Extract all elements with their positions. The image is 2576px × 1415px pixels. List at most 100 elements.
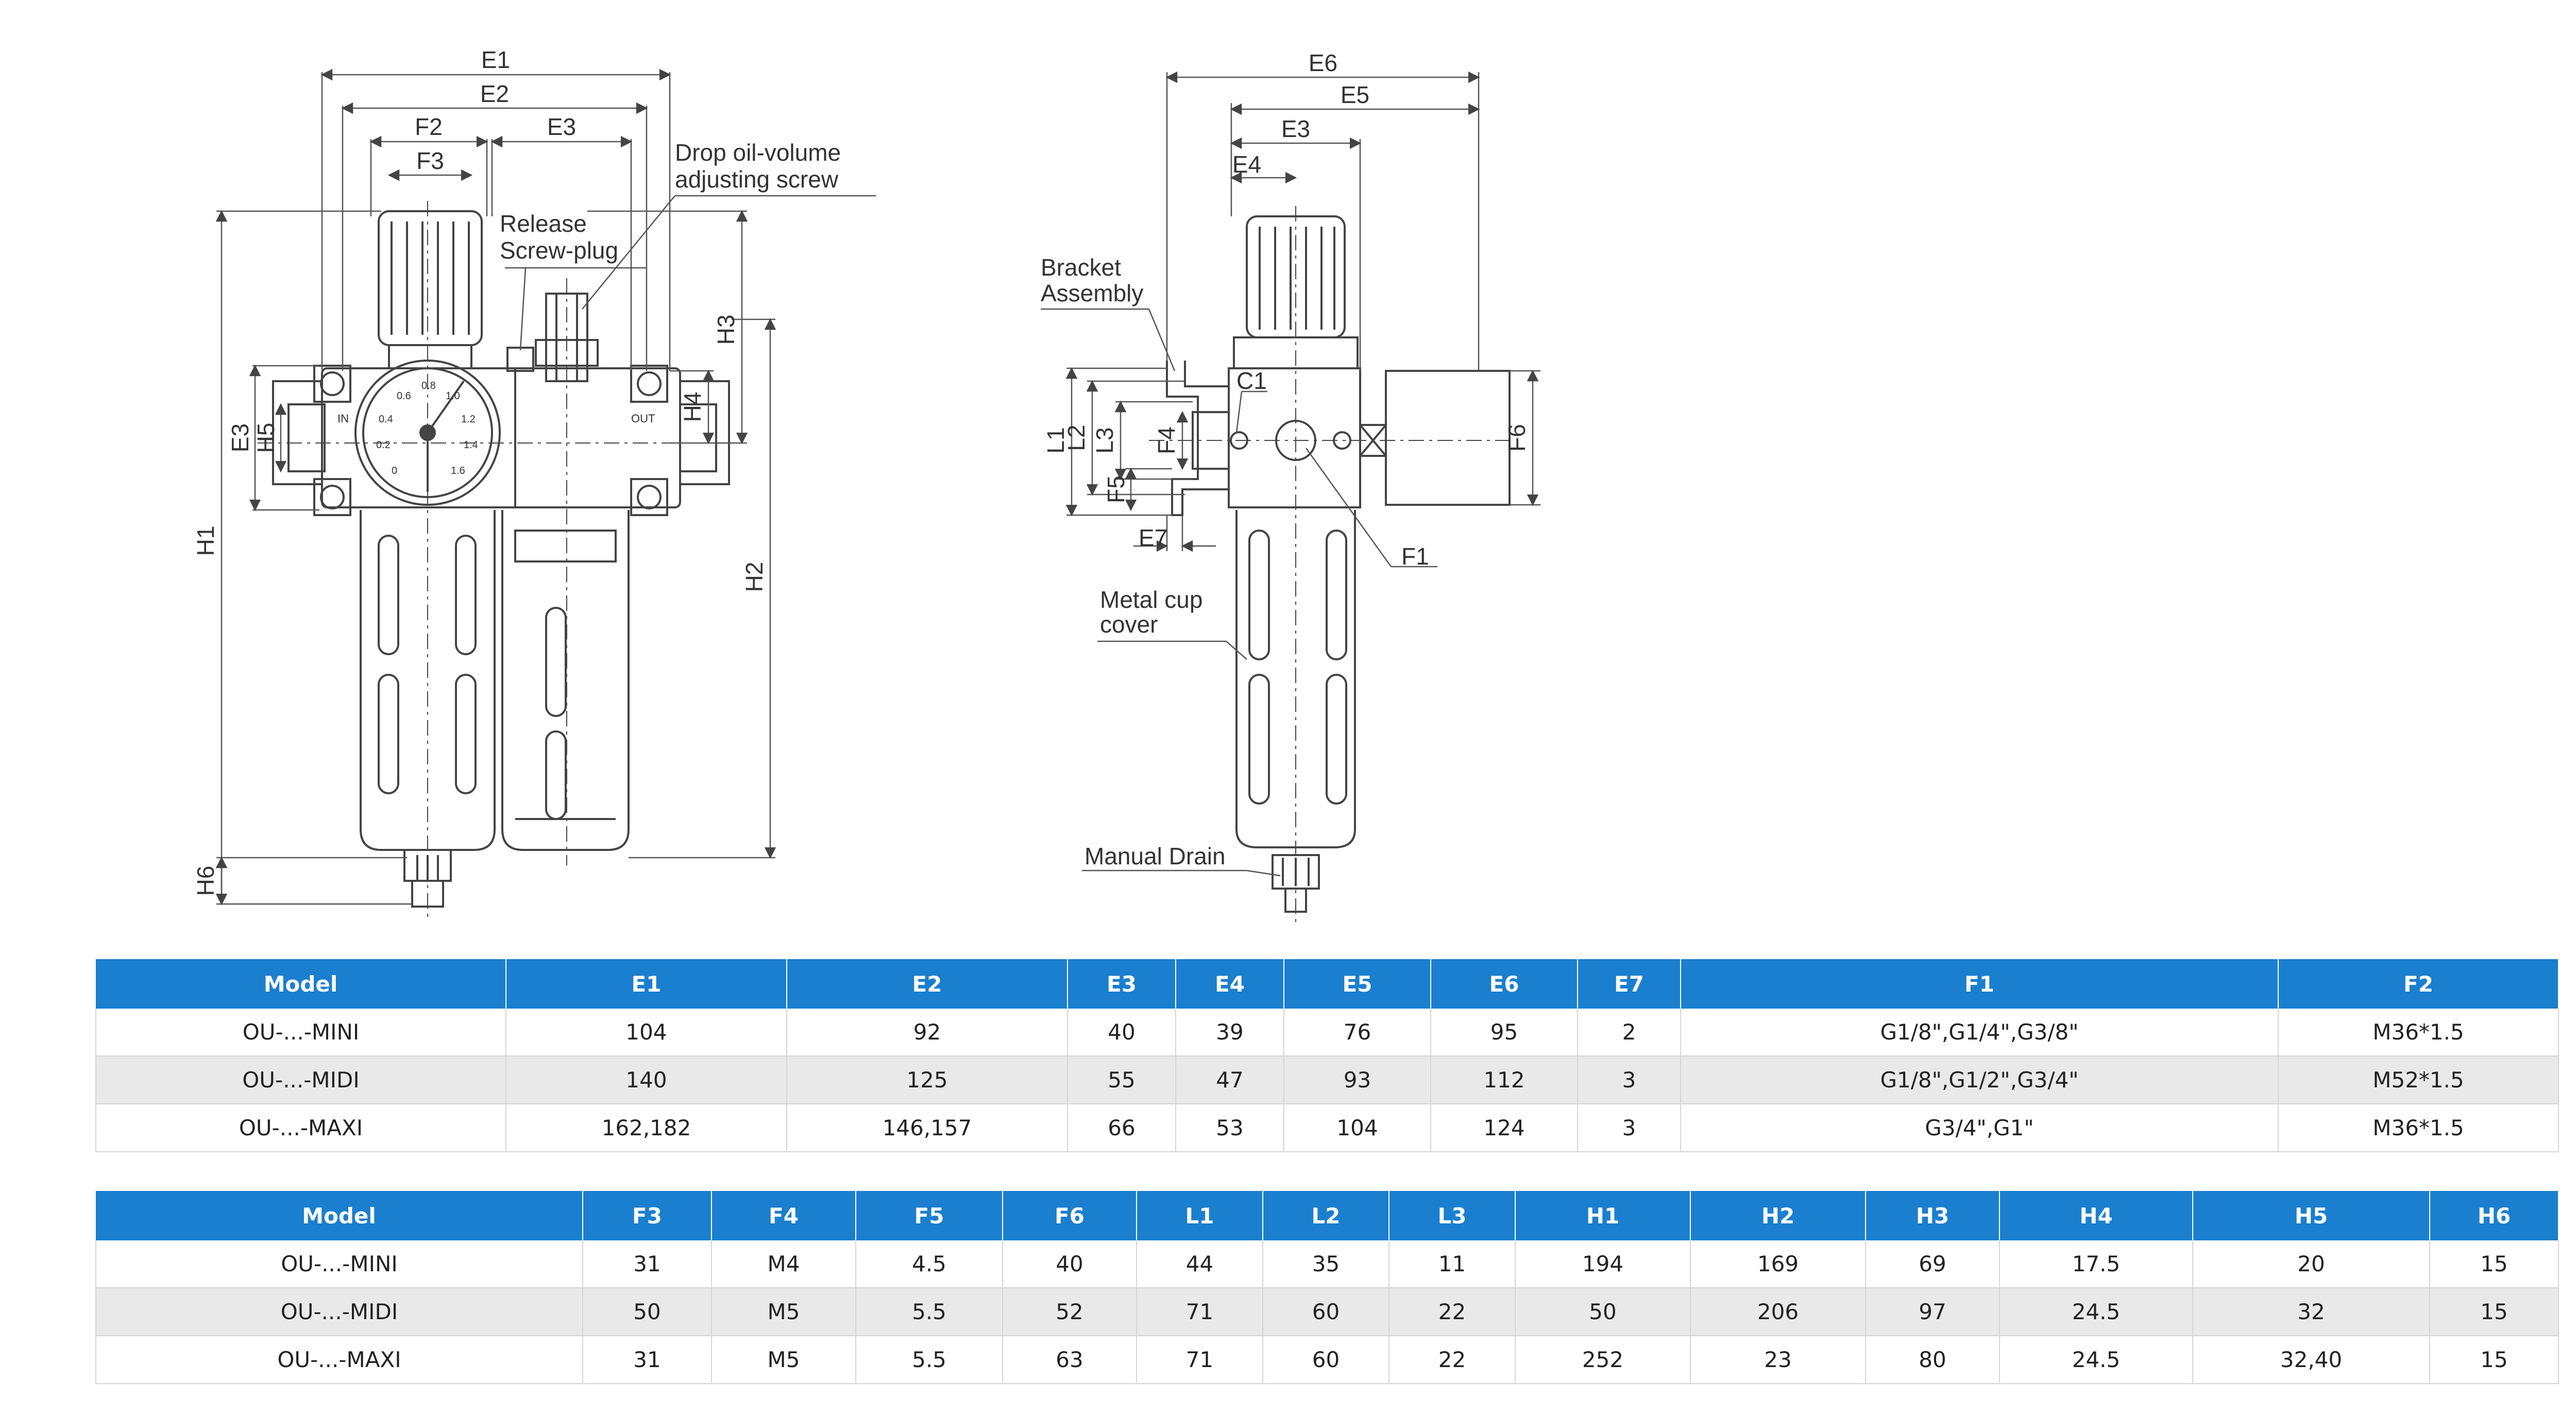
main-body	[272, 365, 730, 516]
svg-text:0.4: 0.4	[379, 414, 393, 425]
table-cell: 92	[787, 1009, 1068, 1056]
dim-L3: L3	[1091, 427, 1118, 453]
table-cell: 206	[1690, 1288, 1866, 1336]
regulator-knob	[378, 210, 483, 369]
dim-H1: H1	[192, 526, 219, 556]
dim-F5: F5	[1103, 475, 1129, 503]
table-cell: G3/4",G1"	[1681, 1104, 2279, 1152]
callout-drop-oil-line1: Drop oil-volume	[675, 139, 841, 166]
table-row: OU-...-MAXI 162,182 146,157 66 53 104 12…	[95, 1104, 2559, 1152]
col-header: H6	[2430, 1191, 2559, 1240]
table-cell: 17.5	[1999, 1240, 2193, 1288]
right-dimension-labels: E6 E5 E3 E4 C1 L1 L2 L3 F4 F5 E7 F1 F6	[1042, 49, 1530, 570]
table-cell: OU-...-MINI	[95, 1009, 506, 1056]
dim-E4: E4	[1232, 151, 1261, 178]
table-cell: 69	[1866, 1240, 2000, 1288]
table-cell: 15	[2430, 1288, 2559, 1336]
table-cell: 194	[1515, 1240, 1691, 1288]
dim-E7: E7	[1139, 524, 1167, 551]
table-cell: 112	[1431, 1056, 1578, 1104]
table-cell: G1/8",G1/2",G3/4"	[1681, 1056, 2279, 1104]
svg-text:0.6: 0.6	[397, 390, 411, 402]
table-cell: 31	[583, 1336, 712, 1384]
table-cell: 15	[2430, 1240, 2559, 1288]
side-centerlines	[1149, 206, 1510, 922]
table-cell: 95	[1431, 1009, 1578, 1056]
col-header: H1	[1515, 1191, 1691, 1240]
col-header: L3	[1389, 1191, 1516, 1240]
col-header: F6	[1003, 1191, 1137, 1240]
table-cell: OU-...-MAXI	[95, 1336, 583, 1384]
table-cell: 76	[1284, 1009, 1431, 1056]
table-cell: 60	[1263, 1288, 1389, 1336]
table-cell: M36*1.5	[2278, 1009, 2559, 1056]
table-row: OU-...-MIDI 50 M5 5.5 52 71 60 22 50 206…	[95, 1288, 2559, 1336]
table-cell: 5.5	[856, 1288, 1003, 1336]
callout-drop-oil-line2: adjusting screw	[675, 166, 839, 193]
table-cell: OU-...-MINI	[95, 1240, 583, 1288]
col-header: F4	[711, 1191, 856, 1240]
col-header: L1	[1137, 1191, 1263, 1240]
table-cell: M52*1.5	[2278, 1056, 2559, 1104]
dim-E5: E5	[1341, 81, 1369, 108]
table-cell: 4.5	[856, 1240, 1003, 1288]
right-view	[1149, 206, 1511, 922]
table-cell: M36*1.5	[2278, 1104, 2559, 1152]
left-dimension-labels: E1 E2 F2 E3 F3 H1 E3 H5 H6 H3 H4 H2	[192, 46, 768, 896]
table-cell: 66	[1067, 1104, 1176, 1152]
dim-H5: H5	[252, 423, 279, 453]
dim-F4: F4	[1153, 427, 1180, 454]
table-cell: 63	[1003, 1336, 1137, 1384]
table-cell: 47	[1176, 1056, 1284, 1104]
table-cell: 22	[1389, 1336, 1516, 1384]
table-row: OU-...-MINI 31 M4 4.5 40 44 35 11 194 16…	[95, 1240, 2559, 1288]
table-cell: 140	[506, 1056, 787, 1104]
table-cell: 32	[2193, 1288, 2430, 1336]
col-header: E7	[1578, 959, 1681, 1009]
col-header: E6	[1431, 959, 1578, 1009]
col-header: F1	[1681, 959, 2279, 1009]
out-port-label: OUT	[631, 412, 655, 425]
table-cell: 15	[2430, 1336, 2559, 1384]
svg-text:1.2: 1.2	[461, 414, 476, 425]
svg-text:1.6: 1.6	[451, 465, 465, 476]
callout-metal-cup-line2: cover	[1100, 611, 1158, 638]
svg-text:0.2: 0.2	[376, 439, 391, 451]
table-cell: 11	[1389, 1240, 1516, 1288]
left-view	[258, 201, 747, 922]
table-row: OU-...-MINI 104 92 40 39 76 95 2 G1/8",G…	[95, 1009, 2559, 1056]
col-header: E3	[1067, 959, 1176, 1009]
right-callout-labels: Bracket Assembly Metal cup cover Manual …	[1041, 254, 1226, 870]
dim-E3-vertical: E3	[227, 423, 253, 452]
col-header: H4	[1999, 1191, 2193, 1240]
table-cell: 124	[1431, 1104, 1578, 1152]
col-header: L2	[1263, 1191, 1389, 1240]
svg-text:0: 0	[392, 465, 397, 476]
table-cell: 40	[1003, 1240, 1137, 1288]
col-header: F3	[583, 1191, 712, 1240]
col-header: Model	[96, 1191, 583, 1240]
table-cell: 32,40	[2193, 1336, 2430, 1384]
dim-E6: E6	[1309, 49, 1337, 76]
left-dimension-lines	[215, 69, 876, 906]
table-cell: 52	[1003, 1288, 1137, 1336]
table-cell: 125	[787, 1056, 1068, 1104]
table-cell: 71	[1137, 1288, 1263, 1336]
right-dimension-lines	[1041, 71, 1540, 877]
table-cell: 35	[1263, 1240, 1389, 1288]
callout-release-line2: Screw-plug	[500, 237, 618, 264]
dim-H2: H2	[741, 562, 768, 592]
spec-table-1: Model E1 E2 E3 E4 E5 E6 E7 F1 F2 OU-...-…	[95, 959, 2559, 1152]
col-header: H2	[1690, 1191, 1866, 1240]
callout-bracket-line2: Assembly	[1041, 280, 1143, 306]
svg-text:0.8: 0.8	[421, 380, 436, 391]
table-cell: 169	[1690, 1240, 1866, 1288]
svg-text:1.0: 1.0	[446, 390, 460, 402]
col-header: F5	[856, 1191, 1003, 1240]
dim-E3: E3	[547, 113, 576, 140]
callout-metal-cup-line1: Metal cup	[1100, 586, 1202, 613]
col-header: H5	[2193, 1191, 2430, 1240]
svg-text:1.4: 1.4	[464, 439, 478, 451]
col-header: H3	[1866, 1191, 2000, 1240]
in-port-label: IN	[337, 412, 349, 425]
